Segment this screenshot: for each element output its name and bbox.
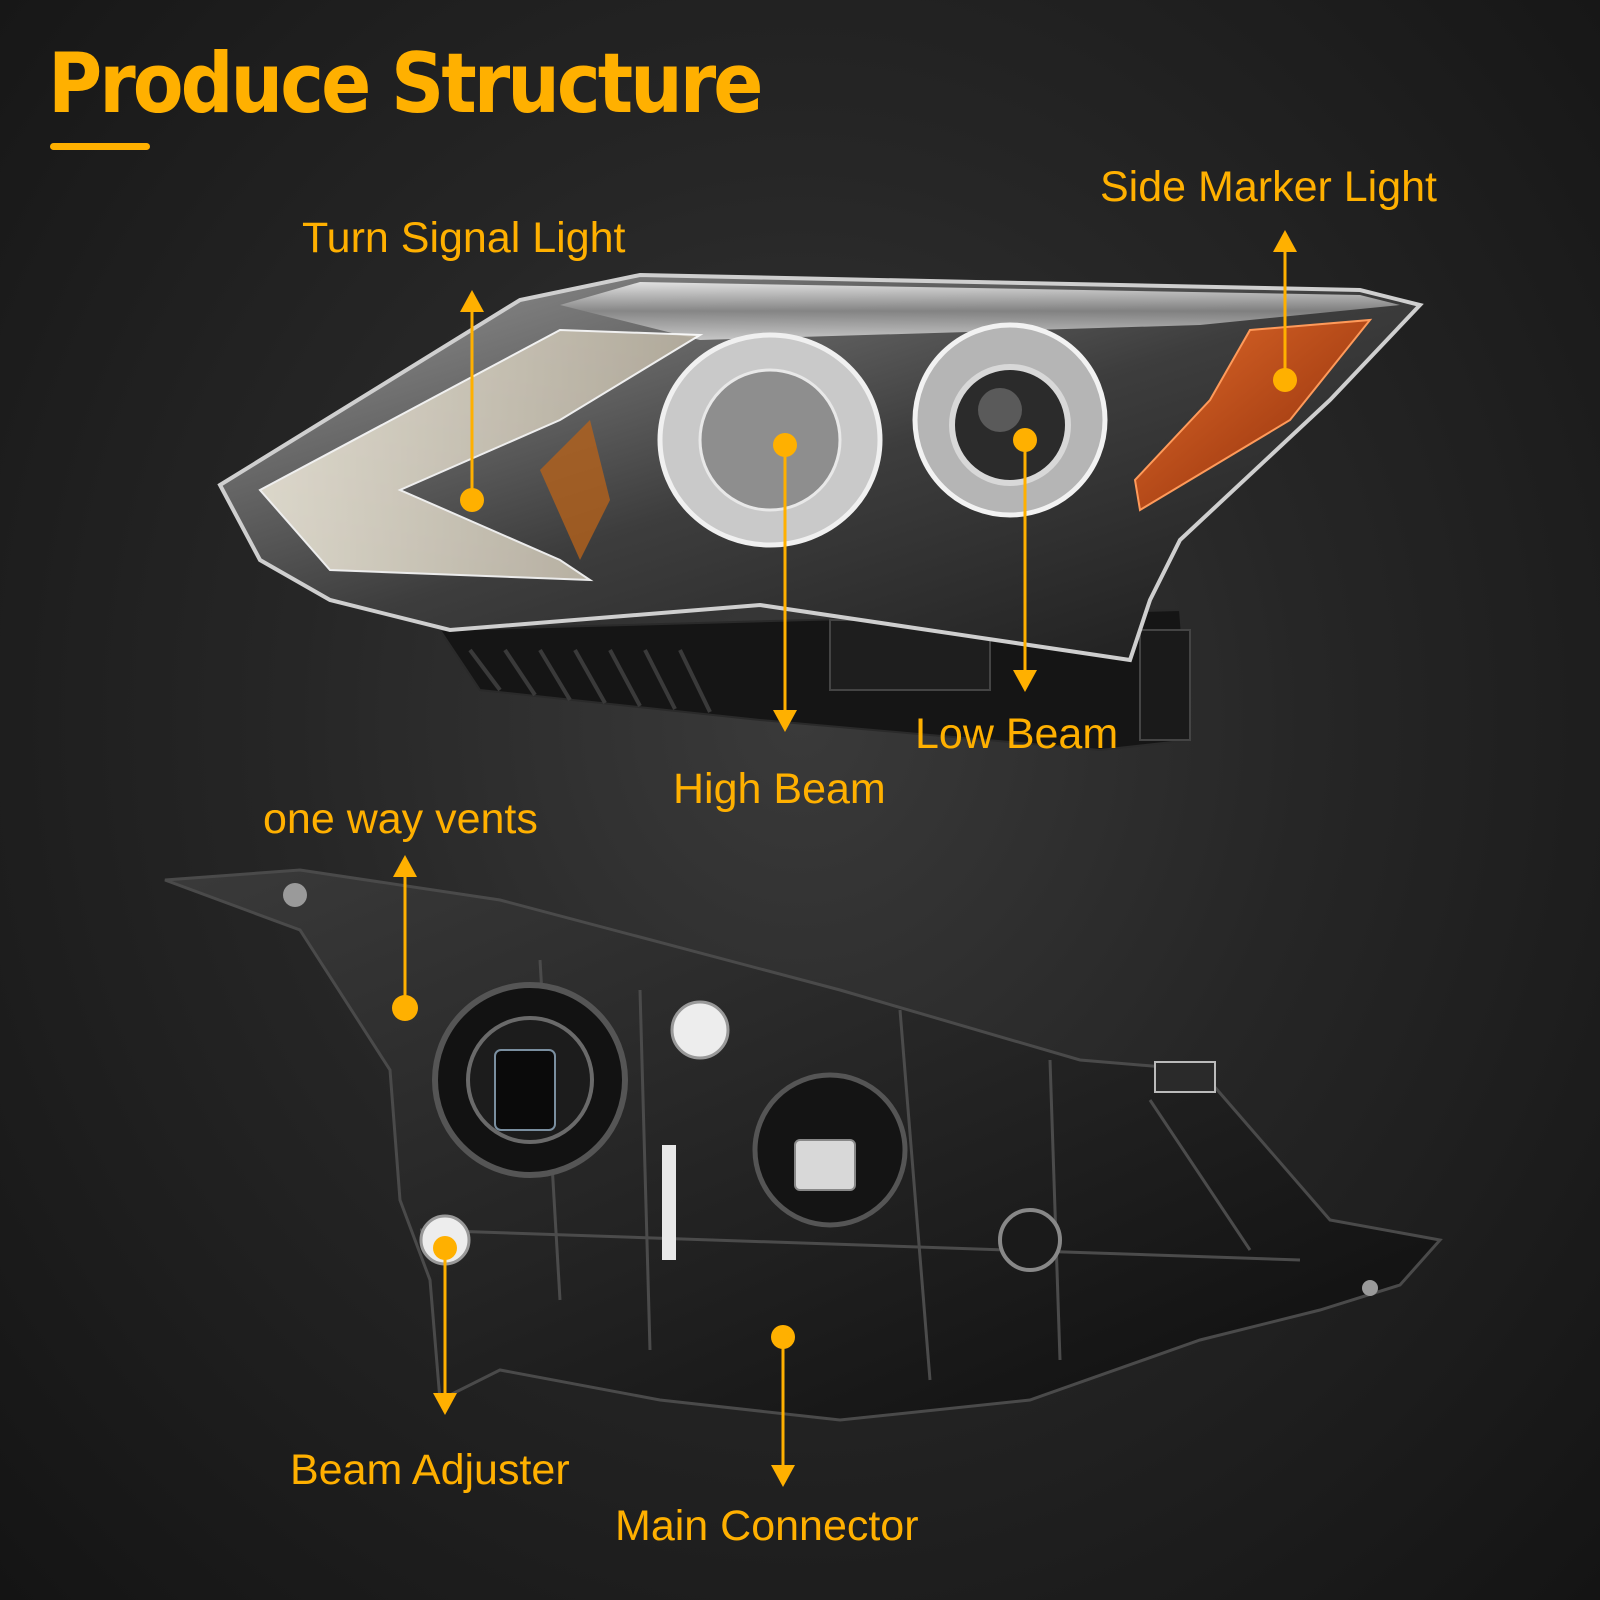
- rear-center-connector: [794, 1139, 856, 1191]
- callout-leader-beam-adjuster: [433, 1236, 457, 1415]
- rear-bulb-connector: [494, 1049, 556, 1131]
- main-connector-arrowhead: [771, 1465, 795, 1487]
- callout-leader-main-connector: [771, 1325, 795, 1487]
- callout-leader-side-marker: [1273, 230, 1297, 392]
- page-title: Produce Structure: [48, 36, 763, 133]
- title-underline: [50, 143, 150, 150]
- rear-mount-bolt: [283, 883, 307, 907]
- headlight-front-view: [217, 272, 1424, 752]
- beam-adjuster-arrowhead: [433, 1393, 457, 1415]
- high-beam-inner: [698, 368, 842, 512]
- turn-signal-arrowhead: [460, 290, 484, 312]
- side-marker-lens: [1133, 318, 1373, 512]
- front-cooling-fins: [468, 648, 712, 713]
- side-marker-socket: [998, 1208, 1062, 1272]
- callout-label-main-connector: Main Connector: [615, 1502, 919, 1550]
- callout-label-turn-signal: Turn Signal Light: [302, 214, 626, 262]
- callout-leader-one-way-vents: [392, 855, 418, 1021]
- side-marker-arrowhead: [1273, 230, 1297, 252]
- low-beam-arrowhead: [1013, 670, 1037, 692]
- rear-tip-bolt: [1362, 1280, 1378, 1296]
- callout-label-side-marker: Side Marker Light: [1100, 163, 1437, 211]
- callout-label-low-beam: Low Beam: [915, 710, 1119, 758]
- rear-mount-tab: [1154, 1061, 1216, 1093]
- one-way-vents-arrowhead: [393, 855, 417, 877]
- low-beam-lens-highlight: [978, 388, 1022, 432]
- callout-leader-high-beam: [773, 433, 797, 732]
- callout-label-high-beam: High Beam: [673, 765, 886, 813]
- front-right-bracket: [1139, 629, 1191, 741]
- front-chrome-strip: [560, 282, 1400, 340]
- callout-leader-turn-signal: [460, 290, 484, 512]
- turn-signal-amber-tip: [540, 420, 610, 560]
- front-lower-housing: [438, 608, 1192, 752]
- upper-adjuster-knob: [670, 1000, 730, 1060]
- high-beam-arrowhead: [773, 710, 797, 732]
- callout-label-one-way-vents: one way vents: [263, 795, 538, 843]
- rear-label-sticker: [662, 1145, 676, 1260]
- rear-housing-ribs: [419, 959, 1301, 1381]
- callout-leader-low-beam: [1013, 428, 1037, 692]
- callout-label-beam-adjuster: Beam Adjuster: [290, 1446, 570, 1494]
- turn-signal-lens: [258, 328, 704, 582]
- headlight-rear-view: [164, 868, 1443, 1422]
